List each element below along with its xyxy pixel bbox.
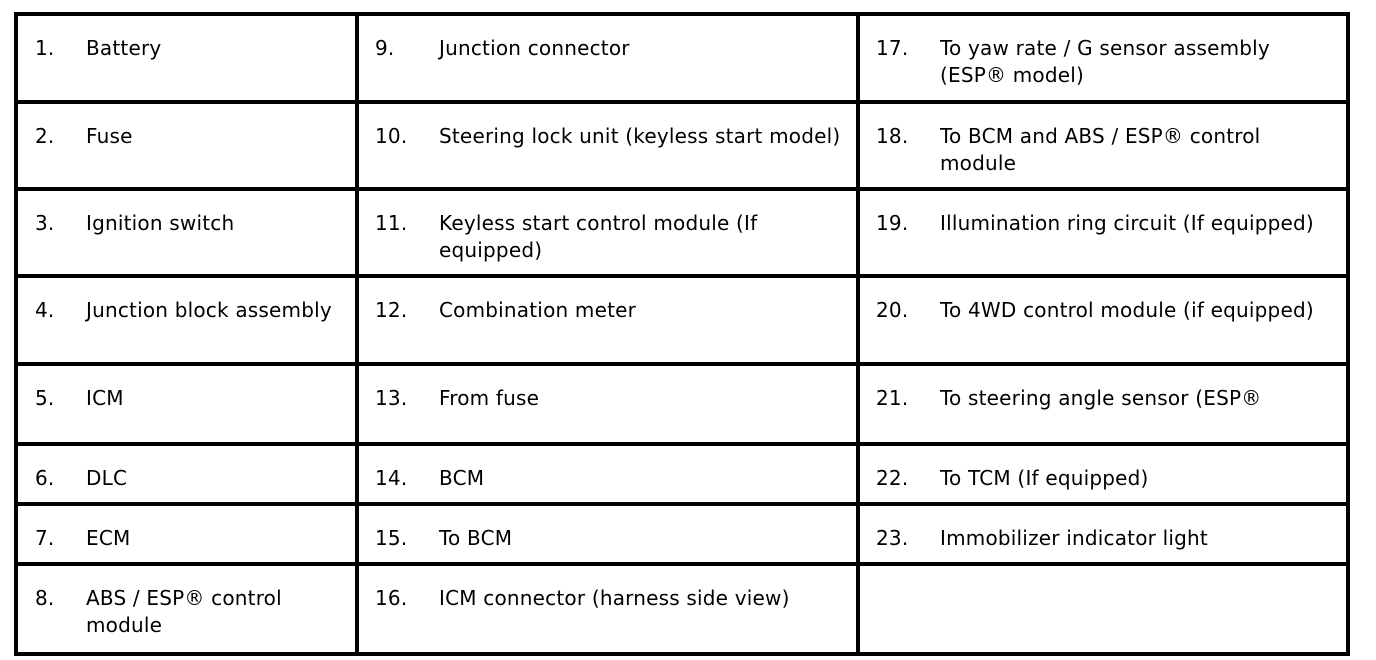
legend-cell: 7. ECM	[14, 502, 359, 566]
item-number: 6.	[35, 466, 55, 490]
legend-cell: 21. To steering angle sensor (ESP®	[856, 362, 1350, 446]
item-label: Ignition switch	[86, 211, 235, 235]
item-label: ICM connector (harness side view)	[439, 586, 790, 610]
legend-cell-empty	[856, 562, 1350, 656]
table-row: 7. ECM 15. To BCM 23. Immobilizer indicator…	[14, 502, 1350, 566]
item-number: 15.	[375, 526, 408, 550]
item-number: 18.	[876, 124, 909, 148]
item-label: BCM	[439, 466, 485, 490]
item-label: ECM	[86, 526, 131, 550]
item-number: 22.	[876, 466, 909, 490]
item-label: To yaw rate / G sensor assembly (ESP® mo…	[940, 36, 1270, 87]
table-row: 8. ABS / ESP® control module 16. ICM conne…	[14, 562, 1350, 656]
table-row: 6. DLC 14. BCM 22. To TCM (If equipped)	[14, 442, 1350, 506]
legend-cell: 19. Illumination ring circuit (If equippe…	[856, 187, 1350, 278]
legend-cell: 14. BCM	[355, 442, 860, 506]
item-label: Immobilizer indicator light	[940, 526, 1208, 550]
item-number: 17.	[876, 36, 909, 60]
item-number: 9.	[375, 36, 395, 60]
item-label: ICM	[86, 386, 124, 410]
item-label: To steering angle sensor (ESP®	[940, 386, 1262, 410]
item-number: 3.	[35, 211, 55, 235]
table-row: 3. Ignition switch 11. Keyless start contr…	[14, 187, 1350, 278]
legend-cell: 3. Ignition switch	[14, 187, 359, 278]
table-row: 2. Fuse 10. Steering lock unit (keyless st…	[14, 100, 1350, 191]
legend-table: 1. Battery 9. Junction connector 17. To yaw…	[14, 12, 1350, 656]
table-row: 1. Battery 9. Junction connector 17. To yaw…	[14, 12, 1350, 104]
legend-cell: 23. Immobilizer indicator light	[856, 502, 1350, 566]
item-label: DLC	[86, 466, 128, 490]
item-number: 10.	[375, 124, 408, 148]
item-label: Junction connector	[439, 36, 630, 60]
item-number: 11.	[375, 211, 408, 235]
item-label: ABS / ESP® control module	[86, 586, 282, 637]
legend-cell: 15. To BCM	[355, 502, 860, 566]
legend-cell: 10. Steering lock unit (keyless start mod…	[355, 100, 860, 191]
legend-cell: 1. Battery	[14, 12, 359, 104]
legend-cell: 17. To yaw rate / G sensor assembly (ESP®…	[856, 12, 1350, 104]
item-label: To BCM	[439, 526, 513, 550]
item-number: 12.	[375, 298, 408, 322]
item-label: Combination meter	[439, 298, 637, 322]
item-label: Keyless start control module (If equippe…	[439, 211, 758, 262]
item-label: To 4WD control module (if equipped)	[940, 298, 1314, 322]
legend-cell: 18. To BCM and ABS / ESP® control module	[856, 100, 1350, 191]
legend-cell: 13. From fuse	[355, 362, 860, 446]
item-number: 1.	[35, 36, 55, 60]
item-label: Fuse	[86, 124, 133, 148]
item-number: 23.	[876, 526, 909, 550]
legend-cell: 6. DLC	[14, 442, 359, 506]
legend-cell: 22. To TCM (If equipped)	[856, 442, 1350, 506]
legend-cell: 11. Keyless start control module (If equi…	[355, 187, 860, 278]
item-label: Junction block assembly	[86, 298, 332, 322]
legend-cell: 8. ABS / ESP® control module	[14, 562, 359, 656]
item-number: 16.	[375, 586, 408, 610]
item-label: Steering lock unit (keyless start model)	[439, 124, 841, 148]
item-number: 20.	[876, 298, 909, 322]
item-label: From fuse	[439, 386, 540, 410]
legend-cell: 5. ICM	[14, 362, 359, 446]
table-row: 4. Junction block assembly 12. Combination…	[14, 274, 1350, 366]
item-number: 13.	[375, 386, 408, 410]
item-number: 5.	[35, 386, 55, 410]
item-number: 7.	[35, 526, 55, 550]
item-number: 21.	[876, 386, 909, 410]
item-number: 8.	[35, 586, 55, 610]
item-label: To TCM (If equipped)	[940, 466, 1149, 490]
item-number: 19.	[876, 211, 909, 235]
item-number: 4.	[35, 298, 55, 322]
legend-cell: 12. Combination meter	[355, 274, 860, 366]
legend-cell: 2. Fuse	[14, 100, 359, 191]
legend-cell: 20. To 4WD control module (if equipped)	[856, 274, 1350, 366]
item-label: Illumination ring circuit (If equipped)	[940, 211, 1314, 235]
legend-cell: 4. Junction block assembly	[14, 274, 359, 366]
legend-cell: 16. ICM connector (harness side view)	[355, 562, 860, 656]
item-label: Battery	[86, 36, 162, 60]
item-number: 14.	[375, 466, 408, 490]
legend-cell: 9. Junction connector	[355, 12, 860, 104]
item-label: To BCM and ABS / ESP® control module	[940, 124, 1261, 175]
table-row: 5. ICM 13. From fuse 21. To steering angle …	[14, 362, 1350, 446]
item-number: 2.	[35, 124, 55, 148]
